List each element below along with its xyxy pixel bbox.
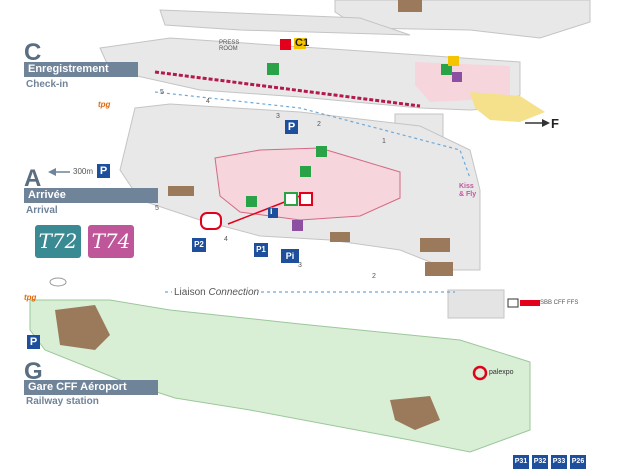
zone-c-letter: C [24, 39, 42, 66]
zone-c-title: Enregistrement [24, 62, 138, 77]
parking-sign-gare: P [27, 335, 40, 349]
tpg-label-bottom: tpg [24, 293, 37, 302]
tram-t74-badge: T74 [88, 225, 134, 258]
kiss-fly-label: Kiss & Fly [459, 183, 477, 198]
zone-a-letter: A [24, 165, 42, 192]
liaison-label: Liaison Connection [172, 287, 262, 298]
zone-g-title: Gare CFF Aéroport [24, 380, 158, 395]
parking-sign-p2: P2 [192, 238, 206, 252]
path-number: 4 [224, 236, 228, 243]
zone-g-letter: G [24, 358, 43, 385]
c1-label: C1 [295, 37, 310, 49]
arrival-building [119, 103, 481, 276]
parking-info-sign: Pi [281, 249, 299, 263]
facility-icons [49, 38, 540, 381]
parking-sign-p32: P32 [532, 455, 548, 469]
distance-label: 300m [73, 167, 94, 176]
zone-a-subtitle: Arrival [26, 205, 58, 216]
station-building [29, 289, 531, 453]
press-room-label: PRESS ROOM [219, 40, 240, 52]
direction-arrow-left [48, 168, 70, 176]
cff-ffs-label: SBB CFF FFS [540, 300, 579, 306]
palexpo-label: palexpo [489, 369, 514, 376]
tram-t72-badge: T72 [35, 225, 81, 258]
zone-g-subtitle: Railway station [26, 396, 99, 407]
liaison-italic: Connection [208, 287, 260, 298]
liaison-main: Liaison [174, 287, 206, 298]
path-number: 2 [317, 121, 321, 128]
path-number: 3 [298, 262, 302, 269]
gate-building [159, 0, 591, 39]
info-icon: i [270, 206, 273, 216]
path-number: 5 [160, 89, 164, 96]
path-number: 4 [206, 98, 210, 105]
direction-arrow-right [525, 119, 550, 127]
parking-sign-c: P [285, 120, 298, 134]
parking-sign-p1: P1 [254, 243, 268, 257]
parking-sign-p26: P26 [570, 455, 586, 469]
tpg-label-top: tpg [98, 100, 111, 109]
path-number: 2 [372, 273, 376, 280]
zone-f-letter: F [551, 116, 559, 131]
zone-c-subtitle: Check-in [26, 79, 69, 90]
parking-sign-arrivee: P [97, 164, 110, 178]
parking-sign-p31: P31 [513, 455, 529, 469]
parking-sign-p33: P33 [551, 455, 567, 469]
zone-a-title: Arrivée [24, 188, 158, 203]
path-number: 5 [155, 205, 159, 212]
path-number: 3 [276, 113, 280, 120]
path-number: 1 [382, 138, 386, 145]
